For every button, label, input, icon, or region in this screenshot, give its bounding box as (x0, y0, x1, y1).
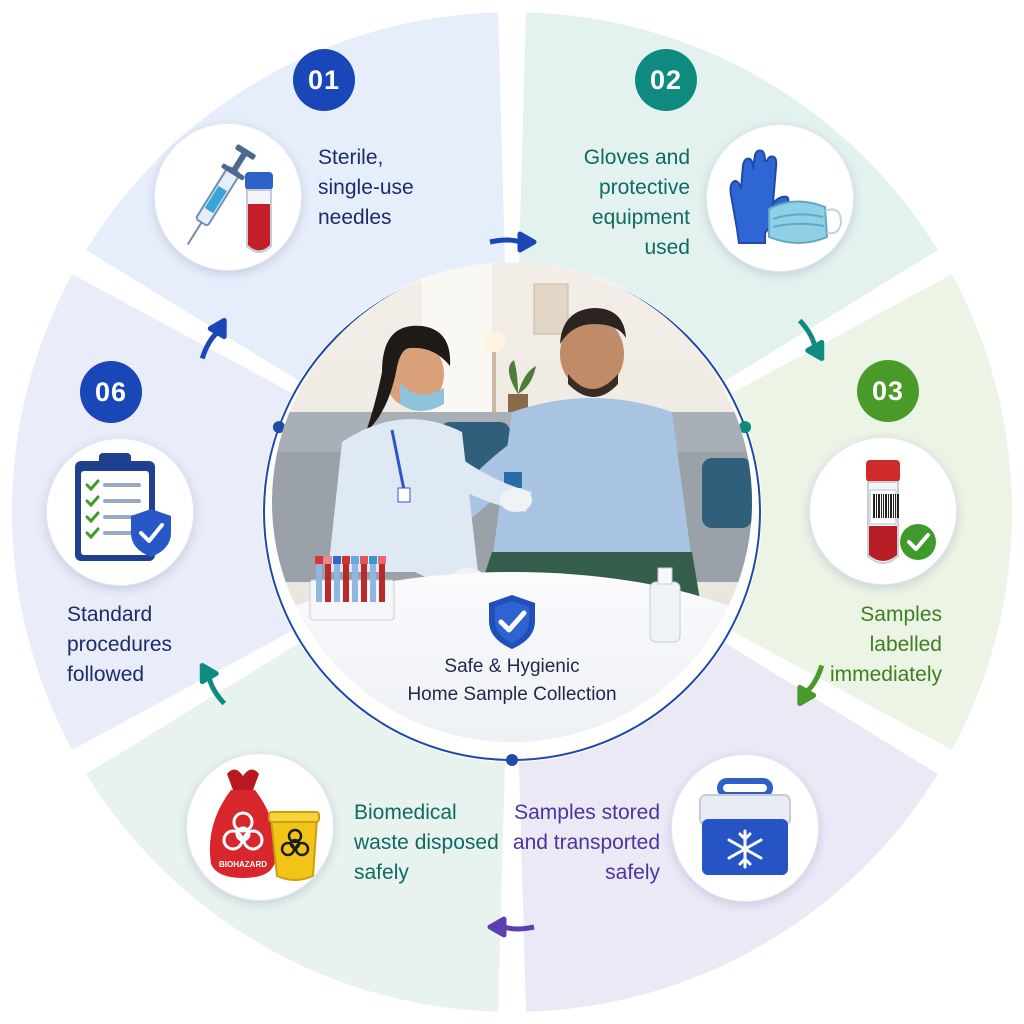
flow-arrow-3 (797, 664, 825, 707)
cooler-box-icon (671, 754, 819, 902)
flow-arrow-4 (487, 916, 535, 938)
checklist-shield-icon (46, 438, 194, 586)
step-1-number-badge: 01 (293, 49, 355, 111)
shield-check-icon (489, 595, 535, 649)
flow-arrow-6 (199, 317, 227, 360)
center-illustration (272, 262, 752, 742)
biohazard-waste-icon: BIOHAZARD (186, 753, 334, 901)
step-3-number-badge: 03 (857, 360, 919, 422)
step-5-label: Biomedical waste disposed safely (354, 801, 499, 884)
flow-arrow-1 (489, 231, 537, 253)
step-3-label: Samples labelled immediately (829, 603, 942, 686)
biohazard-bag-label: BIOHAZARD (219, 860, 267, 869)
step-4-label: Samples stored and transported safely (512, 801, 660, 884)
orbit-dot (506, 754, 518, 766)
flow-arrow-2 (797, 318, 825, 362)
flow-arrow-5 (199, 662, 227, 706)
syringe-and-blood-tube-icon (154, 123, 302, 271)
step-2-number-badge: 02 (635, 49, 697, 111)
center-title-line2: Home Sample Collection (407, 684, 617, 705)
gloves-and-mask-icon (706, 124, 854, 272)
labelled-sample-tube-icon (809, 437, 957, 585)
center-title-line1: Safe & Hygienic (444, 656, 580, 677)
step-6-number-badge: 06 (80, 361, 142, 423)
step-1-label: Sterile, single-use needles (318, 146, 414, 229)
orbit-dot (739, 421, 752, 434)
step-2-label: Gloves and protective equipment used (583, 146, 690, 259)
step-6-label: Standard procedures followed (67, 603, 173, 686)
